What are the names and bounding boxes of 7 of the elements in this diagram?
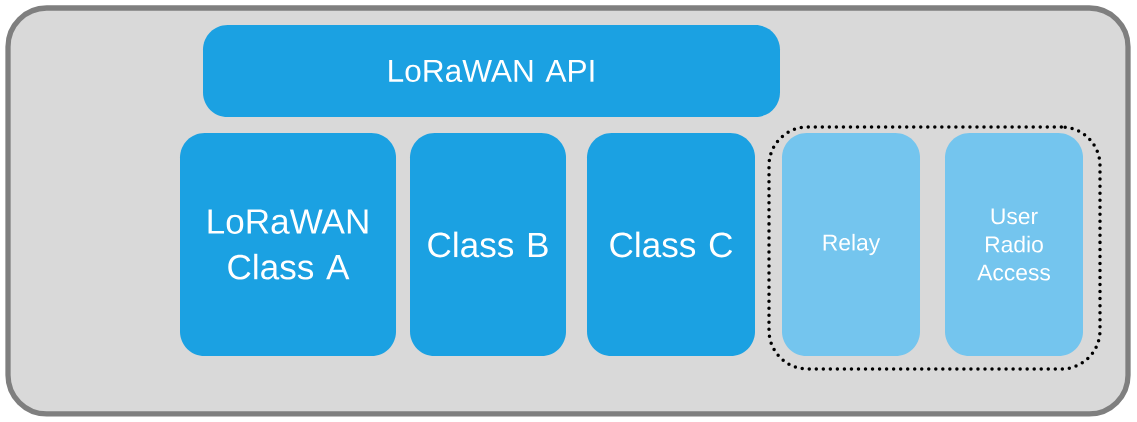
layer-box: Relay bbox=[782, 133, 920, 356]
layer-box: Class C bbox=[587, 133, 755, 356]
dotted-group-box bbox=[767, 125, 1102, 371]
layer-box: LoRaWAN Class A bbox=[180, 133, 396, 356]
layer-box: User Radio Access bbox=[945, 133, 1083, 356]
api-box: LoRaWAN API bbox=[203, 25, 780, 117]
layer-box: Class B bbox=[410, 133, 566, 356]
